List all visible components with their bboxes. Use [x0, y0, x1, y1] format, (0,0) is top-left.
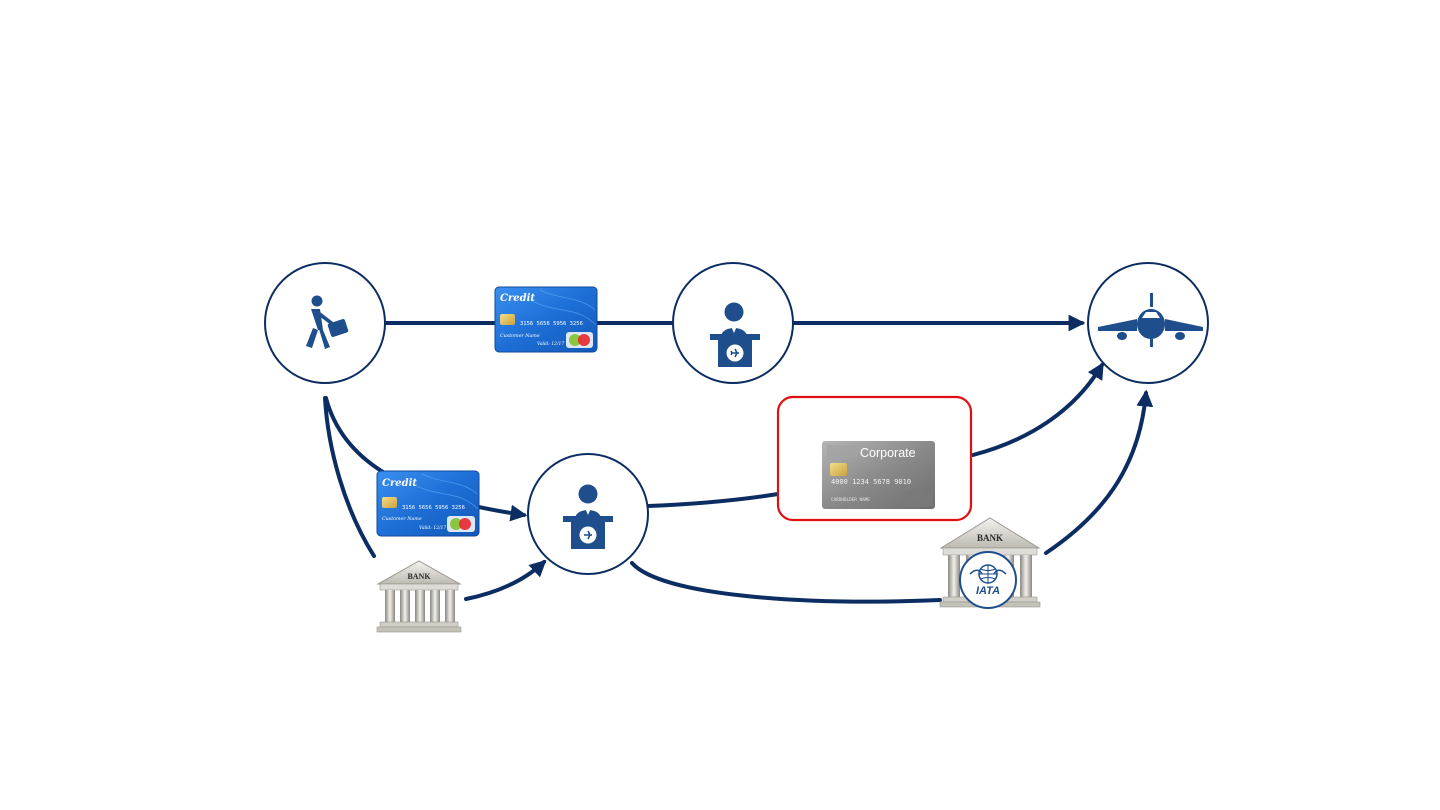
card-chip-icon [500, 314, 515, 325]
travel-agent-node-top [672, 262, 794, 384]
corporate-card-holder: CARDHOLDER NAME [831, 497, 870, 503]
airplane-icon [1098, 293, 1203, 347]
bank-label: BANK [407, 572, 431, 581]
flow-line-corporate-card-to-airline [971, 362, 1104, 457]
bank-building-left: BANK [376, 560, 462, 633]
credit-card-title: Credit [382, 478, 417, 489]
credit-card-number: 3156 5656 5956 3256 [402, 505, 465, 511]
credit-card-valid: Valid: 12/17 [419, 525, 446, 531]
card-chip-icon [830, 463, 847, 476]
walking-traveler-with-luggage-icon [306, 295, 349, 349]
flow-line-agent-to-corporate-card [646, 492, 780, 508]
flow-line-iata-bank-to-airline [1044, 389, 1154, 555]
flow-line-traveler-to-bank [323, 396, 376, 558]
credit-card-holder: Customer Name [382, 516, 422, 522]
bank-label: BANK [977, 533, 1003, 543]
corporate-card: Corporate 4000 1234 5678 9010 CARDHOLDER… [822, 441, 935, 509]
corporate-card-title: Corporate [860, 446, 916, 460]
credit-card-top: Credit 3156 5656 5956 3256 Customer Name… [494, 286, 598, 353]
credit-card-number: 3156 5656 5956 3256 [520, 321, 583, 327]
card-network-logo-icon [569, 334, 581, 346]
card-chip-icon [382, 497, 397, 508]
travel-agent-node-bottom [527, 453, 649, 575]
credit-card-title: Credit [500, 293, 535, 304]
credit-card-holder: Customer Name [500, 333, 540, 339]
travel-agent-at-desk-icon [710, 302, 760, 367]
corporate-card-number: 4000 1234 5678 9010 [831, 478, 911, 486]
credit-card-valid: Valid: 12/17 [537, 341, 564, 347]
flow-line-agent-to-iata-bank [630, 561, 942, 604]
iata-badge-label: IATA [976, 585, 1000, 597]
card-network-logo-icon [450, 518, 462, 530]
airline-node [1087, 262, 1209, 384]
iata-logo-icon: IATA [959, 551, 1017, 609]
flow-line-bank-to-agent [464, 559, 547, 601]
iata-bank-building: BANK IATA [939, 517, 1041, 609]
traveler-node [264, 262, 386, 384]
credit-card-bottom: Credit 3156 5656 5956 3256 Customer Name… [376, 470, 480, 537]
travel-agent-at-desk-icon [563, 484, 613, 549]
